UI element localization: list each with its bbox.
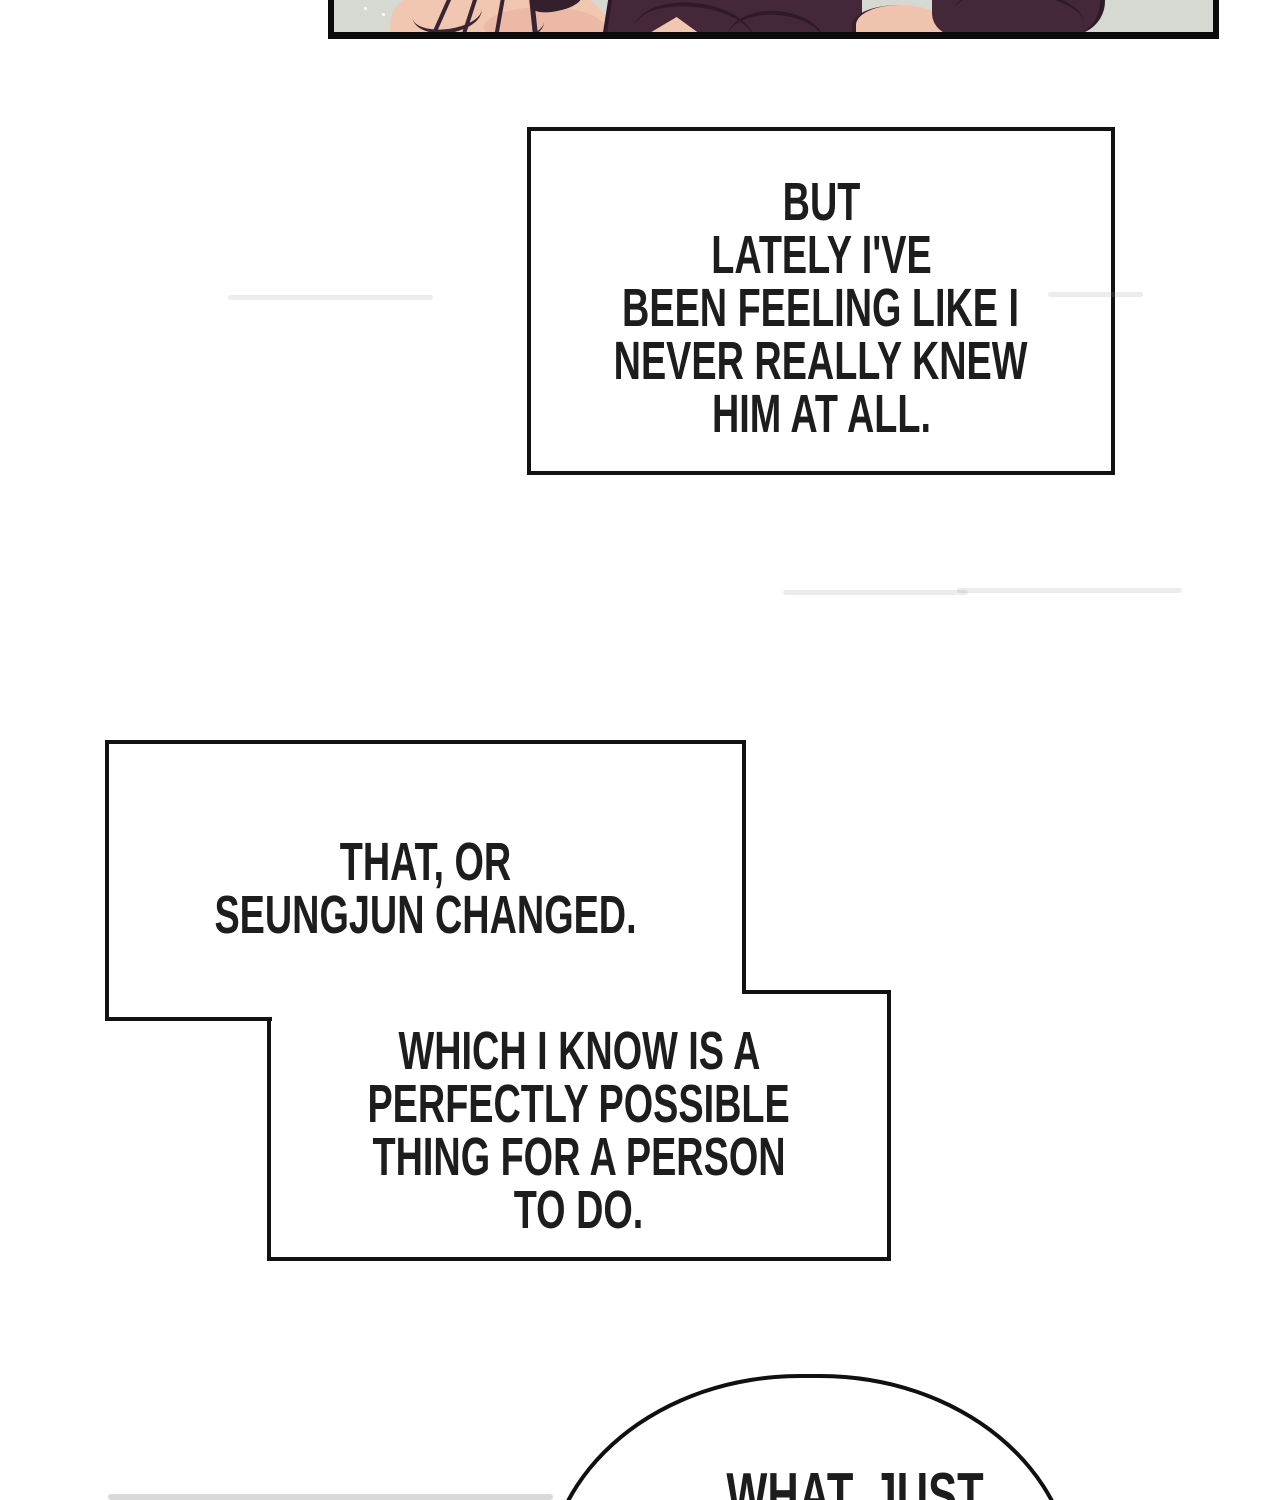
narration-box-3: WHICH I KNOW IS A PERFECTLY POSSIBLE THI… bbox=[267, 990, 891, 1261]
comic-panel-fragment bbox=[328, 0, 1219, 39]
narration-box-1: BUT LATELY I'VE BEEN FEELING LIKE I NEVE… bbox=[527, 127, 1115, 475]
print-artifact bbox=[1048, 292, 1143, 297]
narration-line: THAT, OR bbox=[339, 831, 512, 892]
narration-box-2: THAT, OR SEUNGJUN CHANGED. bbox=[105, 740, 746, 1021]
narration-line: HIM AT ALL. bbox=[711, 383, 931, 444]
box-union-joint bbox=[272, 994, 752, 1022]
arm-skin-shape bbox=[852, 5, 946, 32]
narration-line: NEVER REALLY KNEW bbox=[614, 330, 1028, 391]
background-speckles bbox=[364, 7, 367, 10]
narration-line: BUT bbox=[782, 171, 860, 232]
narration-line: PERFECTLY POSSIBLE bbox=[367, 1073, 791, 1134]
narration-line: LATELY I'VE bbox=[710, 224, 932, 285]
print-artifact bbox=[108, 1494, 553, 1500]
print-artifact bbox=[957, 588, 1182, 593]
narration-line: THING FOR A PERSON bbox=[372, 1126, 786, 1187]
jacket-right-shape bbox=[932, 0, 1105, 32]
speech-bubble-text: WHAT, JUST bbox=[726, 1461, 984, 1500]
narration-line: SEUNGJUN CHANGED. bbox=[214, 884, 637, 945]
narration-line: TO DO. bbox=[514, 1179, 644, 1240]
print-artifact bbox=[783, 590, 968, 595]
narration-line: WHICH I KNOW IS A bbox=[398, 1020, 760, 1081]
jacket-fold-line bbox=[951, 0, 1087, 32]
narration-line: BEEN FEELING LIKE I bbox=[622, 277, 1020, 338]
print-artifact bbox=[228, 295, 433, 300]
jacket-left-shape bbox=[612, 0, 862, 32]
